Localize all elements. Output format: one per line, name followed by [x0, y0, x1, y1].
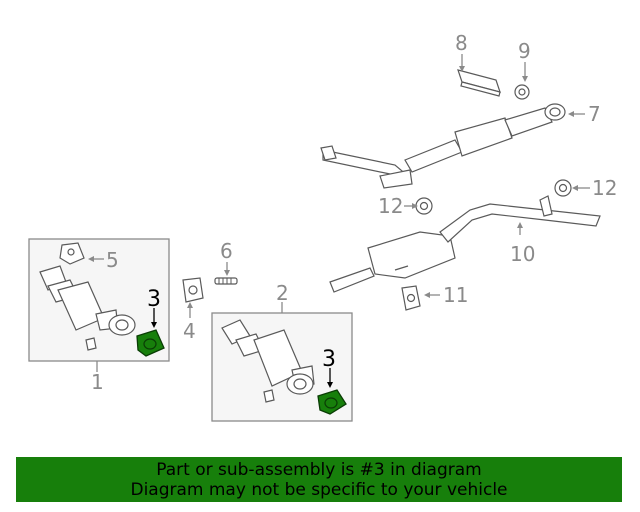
part-5-bracket[interactable] [59, 242, 85, 265]
part-8-bracket[interactable] [457, 69, 501, 97]
part-3-gasket-highlight-2[interactable] [317, 389, 347, 415]
callout-9[interactable]: 9 [518, 39, 531, 63]
banner-line-1: Part or sub-assembly is #3 in diagram [156, 460, 482, 480]
part-7-intermediate-pipe[interactable] [320, 103, 566, 189]
part-4-gasket[interactable] [182, 277, 204, 303]
banner-line-2: Diagram may not be specific to your vehi… [130, 480, 508, 500]
callout-12-upper[interactable]: 12 [592, 176, 617, 200]
callout-7[interactable]: 7 [588, 102, 601, 126]
part-9-hanger[interactable] [514, 84, 530, 100]
part-1-manifold-converter[interactable] [39, 265, 136, 351]
part-12-clamp-lower[interactable] [415, 197, 433, 215]
callout-10[interactable]: 10 [510, 242, 535, 266]
part-2-manifold-converter[interactable] [221, 319, 315, 403]
callout-6[interactable]: 6 [220, 239, 233, 263]
part-10-muffler-tailpipe[interactable] [329, 195, 601, 293]
part-11-hanger[interactable] [401, 285, 421, 311]
callout-12-lower[interactable]: 12 [378, 194, 403, 218]
callout-8[interactable]: 8 [455, 31, 468, 55]
info-banner: Part or sub-assembly is #3 in diagram Di… [16, 457, 622, 502]
part-3-gasket-highlight-1[interactable] [136, 329, 165, 357]
part-6-stud[interactable] [214, 277, 238, 285]
callout-1[interactable]: 1 [91, 370, 104, 394]
callout-11[interactable]: 11 [443, 283, 468, 307]
callout-2[interactable]: 2 [276, 281, 289, 305]
part-12-clamp-upper[interactable] [554, 179, 572, 197]
callout-4[interactable]: 4 [183, 319, 196, 343]
callout-3-box1[interactable]: 3 [147, 287, 161, 312]
callout-5[interactable]: 5 [106, 248, 119, 272]
callout-3-box2[interactable]: 3 [322, 347, 336, 372]
